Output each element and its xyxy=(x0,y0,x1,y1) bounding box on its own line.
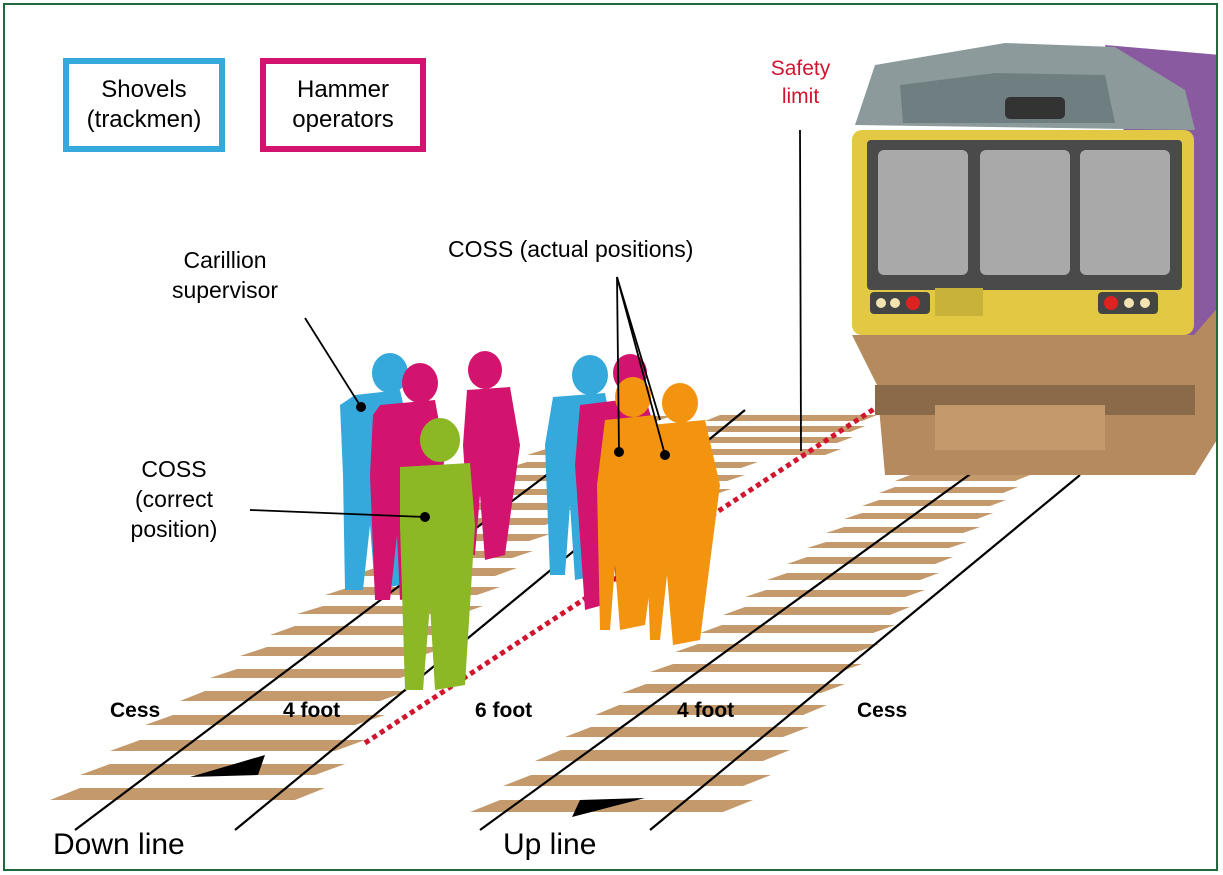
coss-actual-label: COSS (actual positions) xyxy=(448,236,694,262)
coss-actual-2 xyxy=(645,383,720,645)
coss-correct xyxy=(400,418,475,690)
legend-shovels-line2: (trackmen) xyxy=(86,106,202,133)
train xyxy=(852,43,1216,475)
coss-correct-line1: COSS xyxy=(141,456,207,482)
down-line-direction-arrow xyxy=(190,755,265,777)
safety-limit-line1: Safety xyxy=(770,57,831,80)
safety-limit-label: Safety limit xyxy=(753,55,848,111)
coss-correct-line2: (correct xyxy=(135,486,213,512)
zone-cess-left: Cess xyxy=(110,699,161,722)
zone-4-foot-right: 4 foot xyxy=(677,699,735,722)
zone-cess-right: Cess xyxy=(857,699,908,722)
carillion-line1: Carillion xyxy=(183,247,267,273)
carillion-line2: supervisor xyxy=(171,277,279,303)
zone-6-foot: 6 foot xyxy=(475,699,533,722)
up-line-direction-arrow xyxy=(572,798,645,817)
coss-correct-line3: position) xyxy=(130,516,218,542)
down-line-label: Down line xyxy=(53,828,185,861)
safety-limit-line2: limit xyxy=(781,85,820,108)
leader-lines xyxy=(249,129,802,518)
legend-hammer-line2: operators xyxy=(292,106,394,133)
hammer-operator-2 xyxy=(463,351,520,560)
diagram-frame: Shovels (trackmen) Hammer operators Safety… xyxy=(3,3,1218,871)
legend-shovels-trackmen: Shovels (trackmen) xyxy=(63,58,225,152)
coss-correct-label: COSS (correct position) xyxy=(113,454,235,544)
carillion-supervisor-label: Carillion supervisor xyxy=(155,245,295,305)
legend-hammer-operators: Hammer operators xyxy=(260,58,426,152)
up-line-label: Up line xyxy=(503,828,597,861)
legend-hammer-line1: Hammer xyxy=(296,76,389,103)
track-scene xyxy=(50,43,1216,831)
leader-dots xyxy=(356,402,670,522)
zone-4-foot-left: 4 foot xyxy=(283,699,341,722)
legend-shovels-line1: Shovels xyxy=(101,76,187,103)
